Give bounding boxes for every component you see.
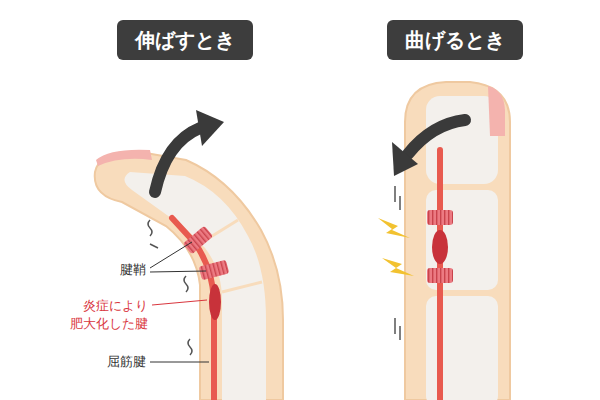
part-label: 腱鞘 <box>60 261 146 279</box>
heading-box: 曲げるとき <box>387 20 523 60</box>
heading-box: 伸ばすとき <box>117 20 253 60</box>
part-label: 屈筋腱 <box>60 353 146 371</box>
straight-finger <box>378 82 510 400</box>
heading-text: 伸ばすとき <box>135 27 235 54</box>
part-label: 炎症により 肥大化した腱 <box>56 297 148 332</box>
heading-text: 曲げるとき <box>405 27 505 54</box>
